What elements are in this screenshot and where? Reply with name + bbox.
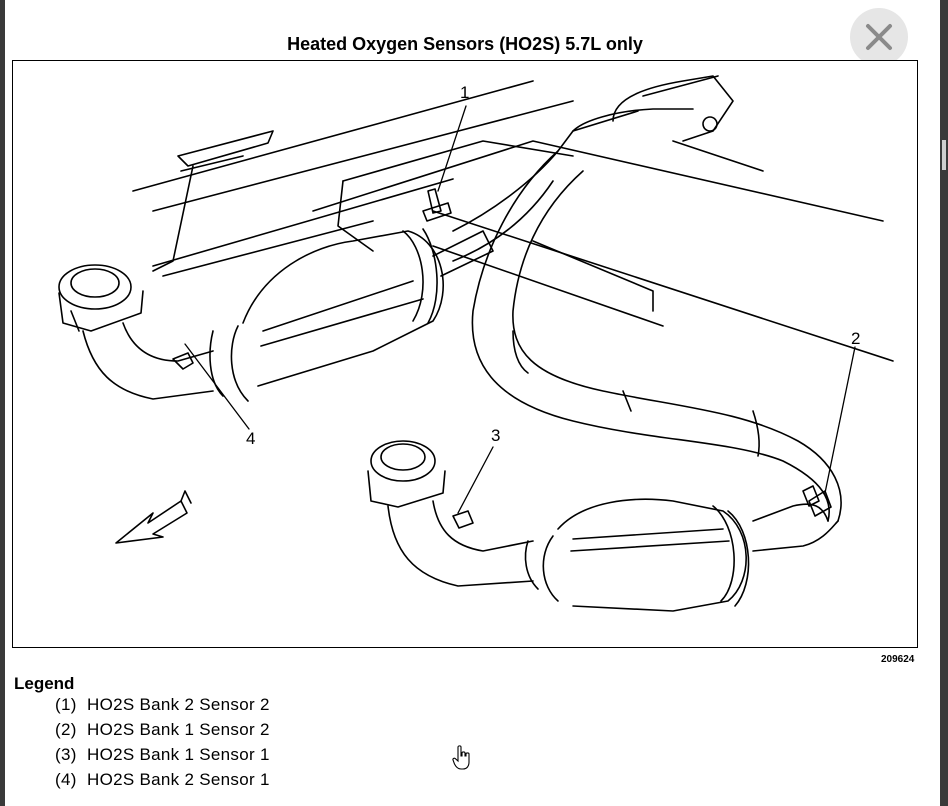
legend-number: (3) <box>55 745 77 764</box>
legend-number: (2) <box>55 720 77 739</box>
legend-number: (4) <box>55 770 77 789</box>
figure-id: 209624 <box>881 654 915 665</box>
legend-heading: Legend <box>14 674 75 693</box>
exhaust-diagram: 1 2 3 4 <box>12 60 918 648</box>
legend-label: HO2S Bank 2 Sensor 2 <box>87 695 270 714</box>
bank2-exhaust <box>58 110 639 402</box>
legend-item: (4) HO2S Bank 2 Sensor 1 <box>55 767 270 792</box>
window-frame-left <box>0 0 5 806</box>
legend-item: (3) HO2S Bank 1 Sensor 1 <box>55 742 270 767</box>
legend-label: HO2S Bank 1 Sensor 1 <box>87 745 270 764</box>
legend-number: (1) <box>55 695 77 714</box>
crossover-pipe <box>471 150 842 522</box>
callout-1: 1 <box>460 83 470 102</box>
legend-item: (1) HO2S Bank 2 Sensor 2 <box>55 692 270 717</box>
diagram-title: Heated Oxygen Sensors (HO2S) 5.7L only <box>287 34 643 54</box>
bank1-exhaust <box>367 440 839 612</box>
legend-list: (1) HO2S Bank 2 Sensor 2 (2) HO2S Bank 1 S… <box>55 692 270 792</box>
legend-label: HO2S Bank 1 Sensor 2 <box>87 720 270 739</box>
leader-lines <box>184 105 856 514</box>
callout-3: 3 <box>491 426 501 445</box>
callout-4: 4 <box>246 429 256 448</box>
sensor-bank2-s2 <box>422 188 452 222</box>
sensor-bank1-s2 <box>808 490 832 517</box>
frame-rails <box>132 80 894 362</box>
scrollbar[interactable] <box>940 0 948 806</box>
close-icon <box>866 24 892 50</box>
close-button[interactable] <box>850 8 908 66</box>
legend-item: (2) HO2S Bank 1 Sensor 2 <box>55 717 270 742</box>
hand-cursor-icon <box>452 745 470 770</box>
outlet-flange <box>572 75 734 142</box>
legend-label: HO2S Bank 2 Sensor 1 <box>87 770 270 789</box>
forward-arrow-icon <box>115 490 192 544</box>
callout-2: 2 <box>851 329 861 348</box>
